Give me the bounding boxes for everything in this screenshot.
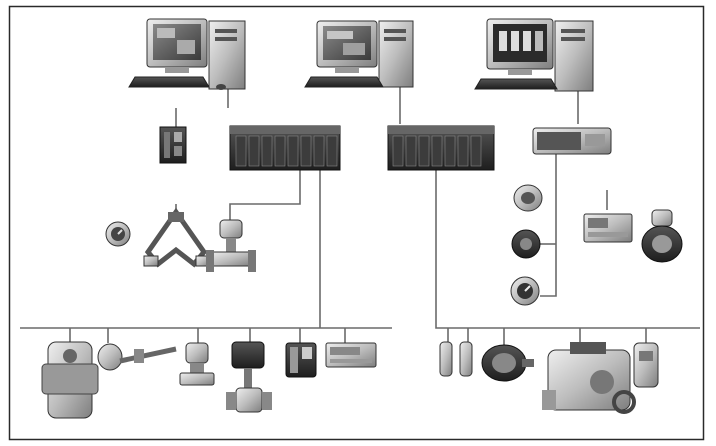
plc-rack-left bbox=[230, 126, 340, 170]
positioner-bottom bbox=[511, 277, 539, 305]
gateway-module bbox=[533, 128, 611, 154]
actuator-icon bbox=[542, 342, 634, 412]
gateway-icon bbox=[533, 128, 611, 154]
io-block-left bbox=[326, 343, 376, 367]
transmitter-icon bbox=[634, 343, 658, 387]
positioner-top bbox=[514, 185, 542, 211]
field-transmitter bbox=[634, 343, 658, 387]
plc-rack-icon bbox=[230, 126, 340, 170]
positioner-middle bbox=[512, 230, 540, 258]
transmitter-icon bbox=[512, 230, 540, 258]
workstation-3 bbox=[475, 19, 593, 91]
pressure-gauge bbox=[106, 222, 130, 246]
io-module-right bbox=[584, 214, 632, 242]
gateway-icon bbox=[584, 214, 632, 242]
gateway-icon bbox=[326, 343, 376, 367]
plc-rack-right bbox=[388, 126, 494, 170]
plc-rack-icon bbox=[286, 343, 316, 377]
workstation-icon bbox=[475, 19, 593, 91]
transmitter-icon bbox=[514, 185, 542, 211]
workstation-2 bbox=[305, 21, 413, 87]
io-terminal-left bbox=[286, 343, 316, 377]
plc-rack-icon bbox=[388, 126, 494, 170]
explosion-proof-housing bbox=[42, 342, 98, 418]
transmitter-icon bbox=[106, 222, 130, 246]
transmitter-icon bbox=[42, 342, 98, 418]
plc-rack-icon bbox=[160, 127, 186, 163]
workstation-icon bbox=[305, 21, 413, 87]
small-controller bbox=[160, 127, 186, 163]
transmitter-icon bbox=[511, 277, 539, 305]
valve-actuator bbox=[542, 342, 634, 412]
